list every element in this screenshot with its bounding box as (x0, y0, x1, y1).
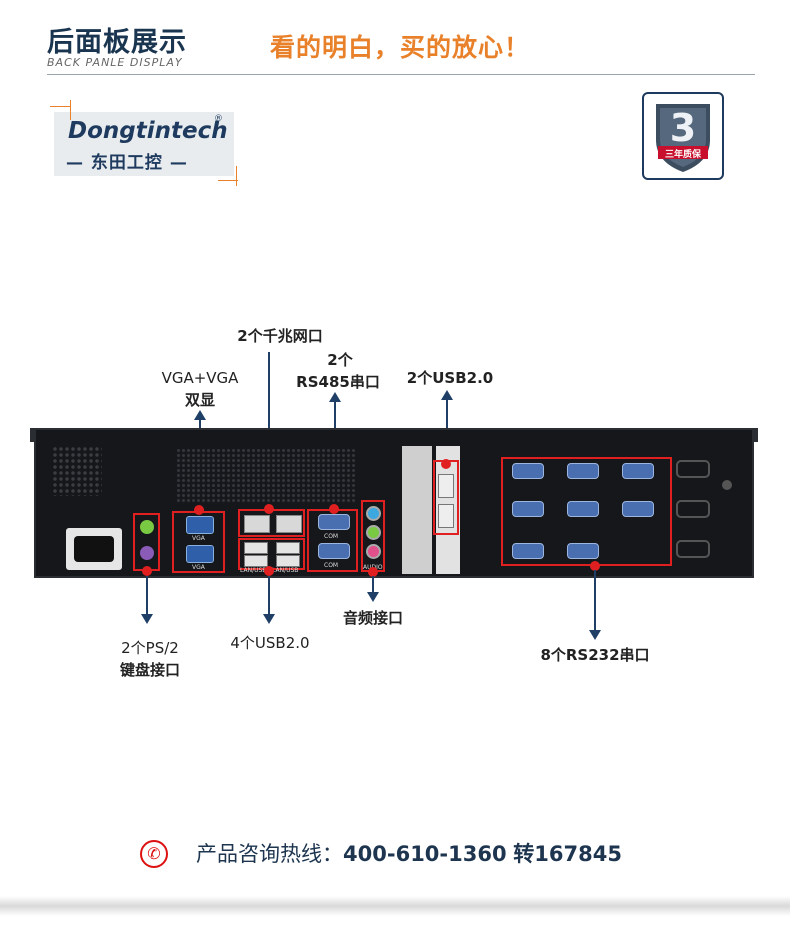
audio-line-out (366, 525, 381, 540)
rs232-port (622, 501, 654, 517)
lan-port-1 (244, 515, 270, 533)
arrow-head-down (141, 614, 153, 624)
callout-rs485-count: 2个 (327, 351, 353, 369)
rs232-highlight (501, 457, 672, 566)
callout-rs232: 8个RS232串口 (540, 646, 650, 664)
lan-port-2 (276, 515, 302, 533)
callout-rs485: RS485串口 (296, 373, 380, 391)
vga-port-1 (186, 516, 214, 534)
vga-port-label: VGA (192, 564, 205, 571)
com-label: COM (324, 562, 339, 569)
usb-port (244, 555, 268, 567)
usb-port (244, 542, 268, 554)
com-label: COM (324, 533, 339, 540)
arrow-head-down (589, 630, 601, 640)
callout-vga-line1: VGA+VGA (161, 369, 239, 387)
callout-usb-bottom: 4个USB2.0 (230, 634, 310, 652)
lan-usb-label: LAN/USB (272, 567, 299, 574)
vent-grill (176, 448, 356, 504)
marker-dot (142, 566, 152, 576)
marker-dot (264, 566, 274, 576)
vga-port-2 (186, 545, 214, 563)
usb-port (276, 555, 300, 567)
page-title: 后面板展示 (47, 27, 187, 58)
arrow-ps2 (146, 576, 148, 616)
rs485-port-1 (318, 514, 350, 530)
rs232-port (567, 501, 599, 517)
vent-grill (52, 446, 102, 496)
ps2-keyboard-port (140, 546, 154, 560)
arrow-usb-bottom (268, 576, 270, 616)
rs232-port (512, 501, 544, 517)
usb-port (276, 542, 300, 554)
warranty-badge: 3 三年质保 (642, 92, 724, 180)
warranty-text: 三年质保 (664, 150, 701, 160)
marker-dot (590, 561, 600, 571)
marker-dot (194, 505, 204, 515)
lan-usb-label: LAN/USB (240, 567, 267, 574)
rs485-port-2 (318, 543, 350, 559)
marker-dot (264, 504, 274, 514)
arrow-head-up (194, 410, 206, 420)
arrow-head-down (367, 592, 379, 602)
logo-registered-mark: ® (214, 114, 223, 124)
brand-logo (54, 112, 234, 176)
header-divider (47, 74, 755, 75)
slogan: 看的明白，买的放心！ (270, 33, 531, 62)
vga-port-label: VGA (192, 535, 205, 542)
rs232-port (512, 463, 544, 479)
logo-corner-decor (50, 106, 70, 107)
hotline: 产品咨询热线：400-610-1360 转167845 (0, 838, 790, 868)
rs232-port (567, 543, 599, 559)
callout-ps2-line1: 2个PS/2 (121, 639, 179, 657)
logo-sub-text: — 东田工控 — (66, 153, 188, 173)
audio-line-in (366, 506, 381, 521)
expansion-slot-cover (402, 446, 432, 574)
logo-corner-decor (236, 166, 237, 186)
power-socket (66, 528, 122, 570)
logo-corner-decor (218, 180, 238, 181)
audio-mic (366, 544, 381, 559)
ps2-mouse-port (140, 520, 154, 534)
marker-dot (329, 504, 339, 514)
arrow-head-up (329, 392, 341, 402)
warranty-number: 3 (669, 106, 697, 150)
rs232-port (567, 463, 599, 479)
usb-port-vertical (438, 504, 454, 528)
blank-db9-cutouts (676, 460, 712, 570)
usb-port-vertical (438, 474, 454, 498)
callout-ps2-line2: 键盘接口 (119, 661, 180, 679)
arrow-head-down (263, 614, 275, 624)
logo-brand-text: Dongtintech (68, 118, 228, 144)
callout-audio: 音频接口 (342, 609, 403, 627)
rs232-port (622, 463, 654, 479)
callout-vga-line2: 双显 (184, 391, 215, 409)
hotline-label: 产品咨询热线： (196, 842, 344, 866)
logo-corner-decor (70, 100, 71, 120)
screw (722, 480, 732, 490)
rs232-port (512, 543, 544, 559)
arrow-audio (372, 576, 374, 594)
arrow-head-up (441, 390, 453, 400)
marker-dot (368, 567, 378, 577)
page-subtitle: BACK PANLE DISPLAY (47, 56, 183, 69)
callout-usb-top: 2个USB2.0 (406, 369, 494, 387)
arrow-rs232 (594, 570, 596, 632)
marker-dot (441, 459, 451, 469)
hotline-number: 400-610-1360 (343, 842, 507, 866)
callout-lan: 2个千兆网口 (237, 327, 323, 345)
hotline-extension: 转167845 (513, 842, 622, 866)
bottom-shadow (0, 896, 790, 916)
phone-icon: ✆ (140, 840, 168, 868)
shield-icon (656, 104, 710, 172)
